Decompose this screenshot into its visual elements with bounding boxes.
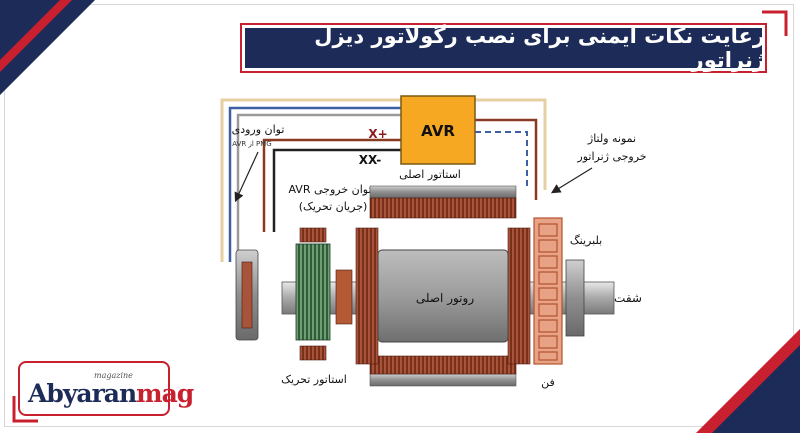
exciter-stator-label: استاتور تحریک [281,373,347,386]
logo-tagline: magazine [94,371,133,380]
main-stator-bottom-winding [369,355,517,375]
voltage-sample-label-1: نمونه ولتاژ [587,132,636,145]
main-stator-label: استاتور اصلی [399,168,461,181]
corner-navy-top-left [0,0,95,95]
exciter-stator-bottom [299,345,327,361]
title-banner: رعایت نکات ایمنی برای نصب رگولاتور دیزل … [240,23,767,73]
wire-x-plus [262,138,401,232]
page-title: رعایت نکات ایمنی برای نصب رگولاتور دیزل … [314,24,765,72]
avr-box [400,95,476,165]
wire-voltage-sample-2 [475,131,528,190]
wire-input-power-gray [236,113,401,262]
excitation-current-label: (جریان تحریک) [299,200,368,213]
voltage-sample-label-2: خروجی ژنراتور [576,150,646,163]
fan-label: فن [541,376,555,389]
logo-wordmark: Abyaranmag [28,379,194,408]
bearing [565,259,585,337]
input-power-note: PMG از AVR [232,140,271,148]
voltage-sample-arrow [550,167,593,194]
pmg-winding [241,261,253,329]
avr-label: AVR [421,122,455,140]
corner-stripe-top-left [0,0,72,72]
wire-voltage-sample-1 [475,118,538,200]
logo-brand: Abyaran [28,379,137,408]
corner-bracket-top-right [762,10,788,36]
main-stator-bottom-steel [369,373,517,387]
xx-minus-label: XX- [359,153,382,167]
main-stator-top-winding [369,197,517,219]
input-power-arrow [234,151,259,203]
main-rotor-label: روتور اصلی [416,291,474,306]
shaft-label: شفت [614,291,642,305]
rectifier [335,269,353,325]
corner-stripe-bottom-right [696,329,800,433]
main-rotor [377,249,509,343]
exciter-stator-top [299,227,327,243]
wire-input-power-blue [228,106,401,262]
avr-output-power-label: توان خروجی AVR [288,183,371,196]
bearing-label: بلبرینگ [570,234,602,247]
frame [4,4,794,427]
rotor-end-winding-right [507,227,531,365]
logo[interactable]: magazine Abyaranmag [18,361,194,416]
fan-blades [538,223,558,361]
exciter-rotor [295,243,331,341]
x-plus-label: X+ [368,127,387,141]
input-power-label: توان ورودی [232,123,285,136]
logo-brand-suffix: mag [136,379,194,408]
rotor-end-winding-left [355,227,379,365]
wire-xx-minus [272,148,401,232]
corner-bracket-bottom-left [12,396,38,423]
main-stator-top-steel [369,185,517,199]
wire-outer-loop [220,98,547,262]
